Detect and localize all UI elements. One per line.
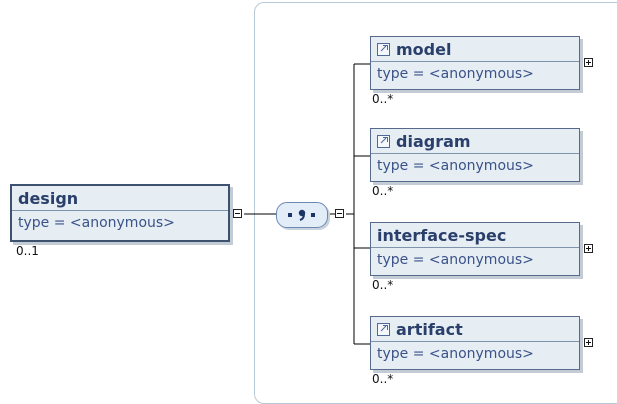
sequence-compositor-icon[interactable] (276, 202, 328, 228)
reference-arrow-icon (377, 134, 390, 148)
element-artifact-occurrence: 0..* (372, 372, 394, 386)
element-artifact[interactable]: artifact type = <anonymous> (370, 316, 580, 370)
element-interface-spec-occurrence: 0..* (372, 278, 394, 292)
element-design[interactable]: design type = <anonymous> (10, 184, 230, 242)
reference-arrow-icon (377, 322, 390, 336)
element-interface-spec-type: type = <anonymous> (377, 252, 534, 268)
element-diagram[interactable]: diagram type = <anonymous> (370, 128, 580, 182)
element-model-occurrence: 0..* (372, 92, 394, 106)
collapse-icon[interactable] (233, 209, 242, 218)
reference-arrow-icon (377, 42, 390, 56)
element-diagram-occurrence: 0..* (372, 184, 394, 198)
element-design-name: design (12, 186, 228, 211)
collapse-icon[interactable] (335, 209, 344, 218)
element-interface-spec[interactable]: interface-spec type = <anonymous> (370, 222, 580, 276)
expand-icon[interactable] (584, 58, 593, 67)
element-interface-spec-name: interface-spec (371, 223, 579, 248)
element-artifact-type: type = <anonymous> (377, 346, 534, 362)
element-artifact-name: artifact (396, 319, 463, 339)
element-diagram-type: type = <anonymous> (377, 158, 534, 174)
expand-icon[interactable] (584, 244, 593, 253)
element-design-type: type = <anonymous> (18, 215, 175, 231)
element-model-name: model (396, 39, 452, 59)
element-model[interactable]: model type = <anonymous> (370, 36, 580, 90)
element-design-occurrence: 0..1 (16, 244, 39, 258)
element-model-type: type = <anonymous> (377, 66, 534, 82)
element-diagram-name: diagram (396, 131, 471, 151)
expand-icon[interactable] (584, 338, 593, 347)
